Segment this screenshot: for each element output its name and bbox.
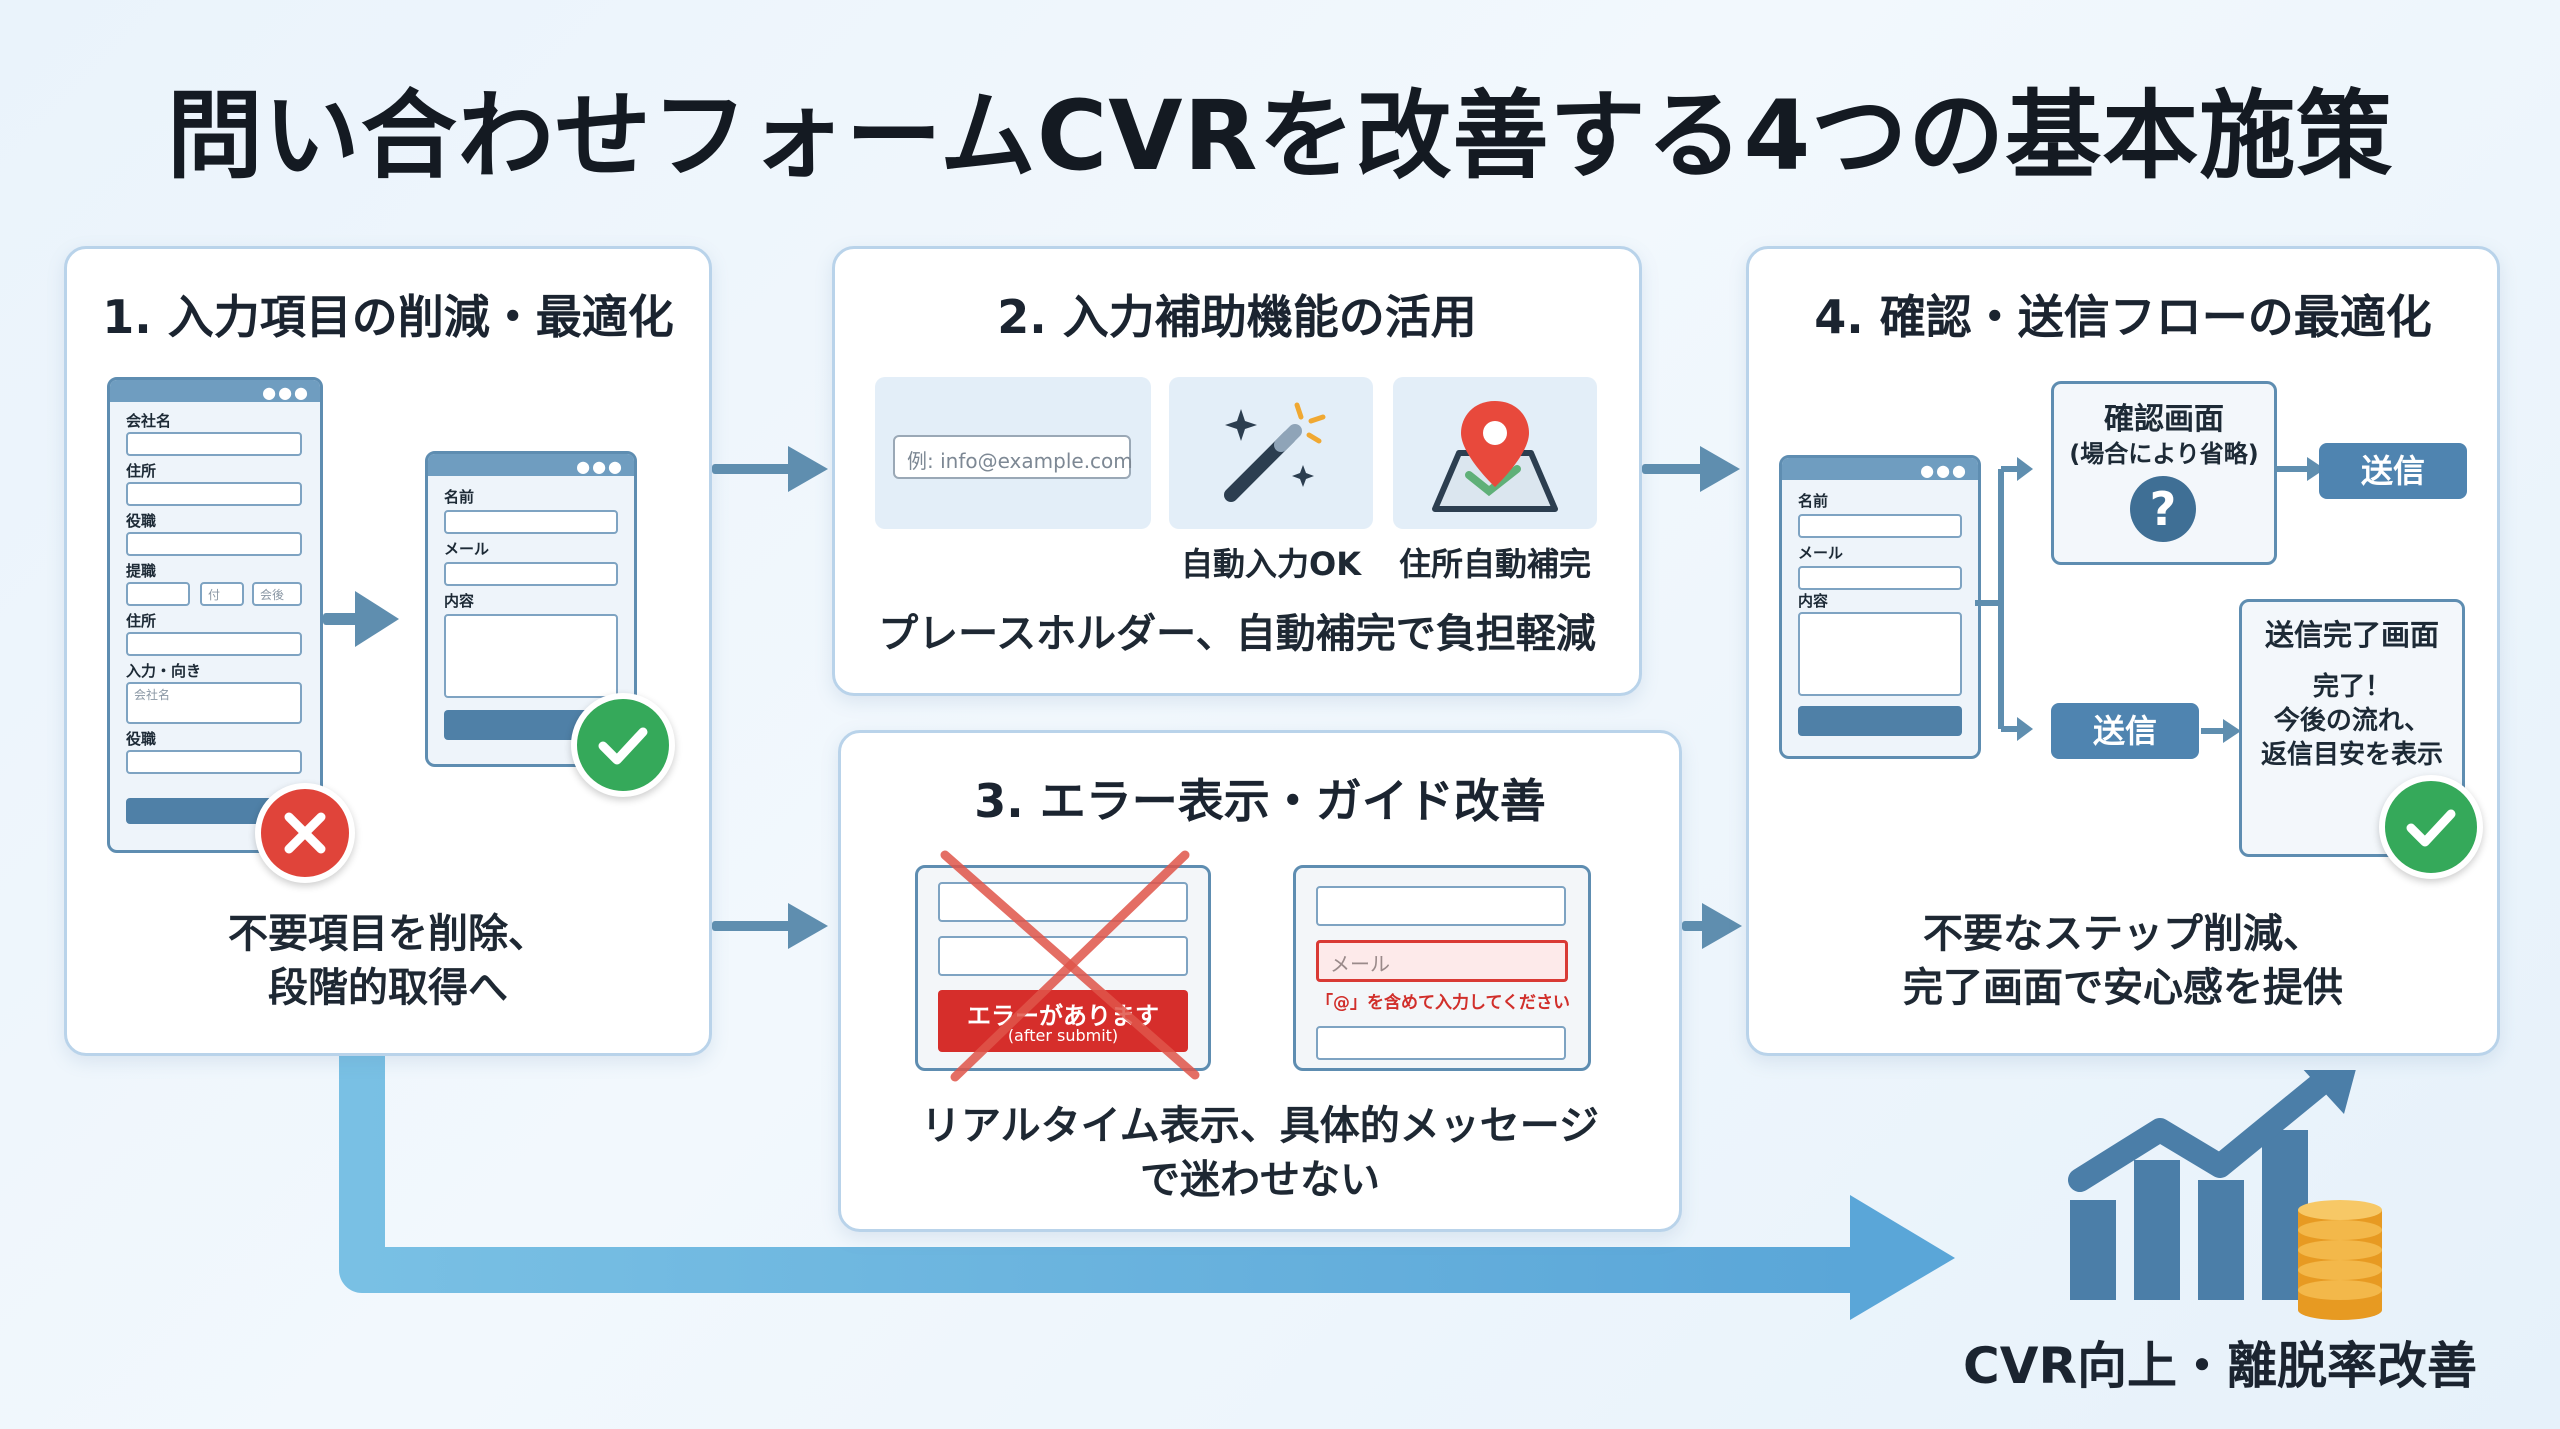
- field-label: 提職: [126, 562, 157, 580]
- panel-caption: で迷わせない: [1140, 1157, 1380, 1203]
- error-field-placeholder: メール: [1330, 952, 1390, 976]
- error-field: [1316, 940, 1568, 982]
- select-field: [126, 750, 302, 774]
- field-label: 会社名: [126, 412, 172, 430]
- outcome-label: CVR向上・離脱率改善: [1963, 1337, 2477, 1395]
- send-button-bottom: 送信: [2051, 703, 2199, 759]
- example-input: [893, 435, 1131, 479]
- arrow-right-icon: [1700, 446, 1740, 492]
- arrow-right-icon: [788, 446, 828, 492]
- field-label: 住所: [126, 462, 157, 480]
- cross-icon: [255, 783, 355, 883]
- panel-caption: リアルタイム表示、具体的メッセージ: [921, 1103, 1599, 1149]
- arrow-right-icon: [355, 591, 399, 647]
- field-label: メール: [1798, 544, 1844, 562]
- arrow-right-icon: [2201, 719, 2241, 743]
- map-pin-icon: [1432, 401, 1558, 512]
- magic-wand-icon: [1224, 402, 1326, 502]
- field-label: 内容: [444, 592, 475, 610]
- select-field: [200, 582, 244, 606]
- branch-connector: [1975, 457, 2033, 741]
- field-label: 役職: [126, 730, 157, 748]
- complete-line: 返信目安を表示: [2260, 740, 2443, 770]
- send-button-top: 送信: [2319, 443, 2467, 499]
- error-banner: エラーがあります (after submit): [938, 990, 1188, 1052]
- panel-caption: 段階的取得へ: [268, 965, 508, 1011]
- panel-caption: 不要項目を削除、: [228, 911, 548, 957]
- field-label: 入力・向き: [126, 662, 202, 680]
- placeholder-text: 例: info@example.com: [907, 449, 1133, 473]
- panel-input-assist: 2. 入力補助機能の活用 例: info@example.com 自動入力OK …: [832, 246, 1642, 696]
- autofill-label: 自動入力OK: [1180, 545, 1361, 583]
- arrow-shaft: [1682, 921, 1706, 931]
- panel-caption: 不要なステップ削減、: [1923, 911, 2323, 957]
- panel-confirm-flow: 4. 確認・送信フローの最適化 ●●● 名前 メール 内容 確認画面 (場合によ…: [1746, 246, 2500, 1056]
- form-field: [126, 632, 302, 656]
- select-value: 付: [208, 588, 221, 602]
- form-field: [1798, 566, 1962, 590]
- panel-title: 1. 入力項目の削減・最適化: [102, 290, 674, 344]
- panel-title: 2. 入力補助機能の活用: [997, 290, 1477, 344]
- confirm-sub: (場合により省略): [2069, 440, 2259, 468]
- form-field: [126, 682, 302, 724]
- field-label: 住所: [126, 612, 157, 630]
- panel-reduce-fields: 1. 入力項目の削減・最適化 ●●● 会社名 住所 役職 提職 付 会後 住所 …: [64, 246, 712, 1056]
- bad-example-form: エラーがあります (after submit): [915, 865, 1211, 1071]
- error-banner-sub: (after submit): [1007, 1026, 1119, 1045]
- field-label: 役職: [126, 512, 157, 530]
- form-field: [126, 432, 302, 456]
- form-field: [444, 562, 618, 586]
- arrow-right-icon: [788, 903, 828, 949]
- complete-line: 完了！: [2312, 672, 2391, 702]
- form-field: [126, 482, 302, 506]
- select-value: 会後: [260, 588, 285, 602]
- panel-caption: プレースホルダー、自動補完で負担軽減: [878, 611, 1596, 657]
- field-label: 名前: [444, 488, 475, 506]
- long-form-mock: ●●● 会社名 住所 役職 提職 付 会後 住所 入力・向き 会社名 役職: [107, 377, 323, 853]
- check-icon: [2379, 775, 2483, 879]
- address-tile: [1393, 377, 1597, 529]
- coin-stack-icon: [2298, 1200, 2382, 1320]
- arrow-shaft: [1642, 464, 1704, 474]
- arrow-right-icon: [1702, 903, 1742, 949]
- panel-title: 3. エラー表示・ガイド改善: [974, 774, 1546, 828]
- form-field: [1316, 886, 1566, 926]
- textarea-field: [1798, 612, 1962, 696]
- form-field: [444, 510, 618, 534]
- form-field: [126, 532, 302, 556]
- check-icon: [571, 693, 675, 797]
- page-title: 問い合わせフォームCVRを改善する4つの基本施策: [166, 80, 2394, 192]
- form-mock: ●●● 名前 メール 内容: [1779, 455, 1981, 759]
- confirm-title: 確認画面: [2104, 402, 2224, 437]
- arrow-shaft: [323, 613, 359, 625]
- field-label: 内容: [1798, 592, 1829, 610]
- cross-out-icon: [940, 850, 1200, 1082]
- arrow-right-icon: [2275, 457, 2325, 481]
- form-field: [1798, 514, 1962, 538]
- panel-title: 4. 確認・送信フローの最適化: [1814, 290, 2432, 344]
- textarea-field: [444, 614, 618, 698]
- field-placeholder: 会社名: [134, 688, 171, 702]
- panel-caption: 完了画面で安心感を提供: [1903, 965, 2343, 1011]
- field-label: 名前: [1798, 492, 1829, 510]
- confirm-screen-box: 確認画面 (場合により省略) ?: [2051, 381, 2277, 565]
- address-label: 住所自動補完: [1398, 545, 1591, 583]
- complete-title: 送信完了画面: [2264, 618, 2439, 652]
- arrow-shaft: [712, 464, 792, 474]
- complete-line: 今後の流れ、: [2273, 706, 2431, 736]
- good-example-form: メール 「@」を含めて入力してください: [1293, 865, 1591, 1071]
- select-field: [126, 582, 190, 606]
- question-icon: ?: [2130, 476, 2196, 542]
- placeholder-tile: 例: info@example.com: [875, 377, 1151, 529]
- submit-button-mock: [1798, 706, 1962, 736]
- autofill-tile: [1169, 377, 1373, 529]
- field-label: メール: [444, 540, 490, 558]
- form-field: [1316, 1026, 1566, 1060]
- arrow-shaft: [712, 921, 792, 931]
- panel-error-guide: 3. エラー表示・ガイド改善 エラーがあります (after submit) メ…: [838, 730, 1682, 1232]
- inline-hint: 「@」を含めて入力してください: [1316, 993, 1570, 1013]
- select-field: [252, 582, 302, 606]
